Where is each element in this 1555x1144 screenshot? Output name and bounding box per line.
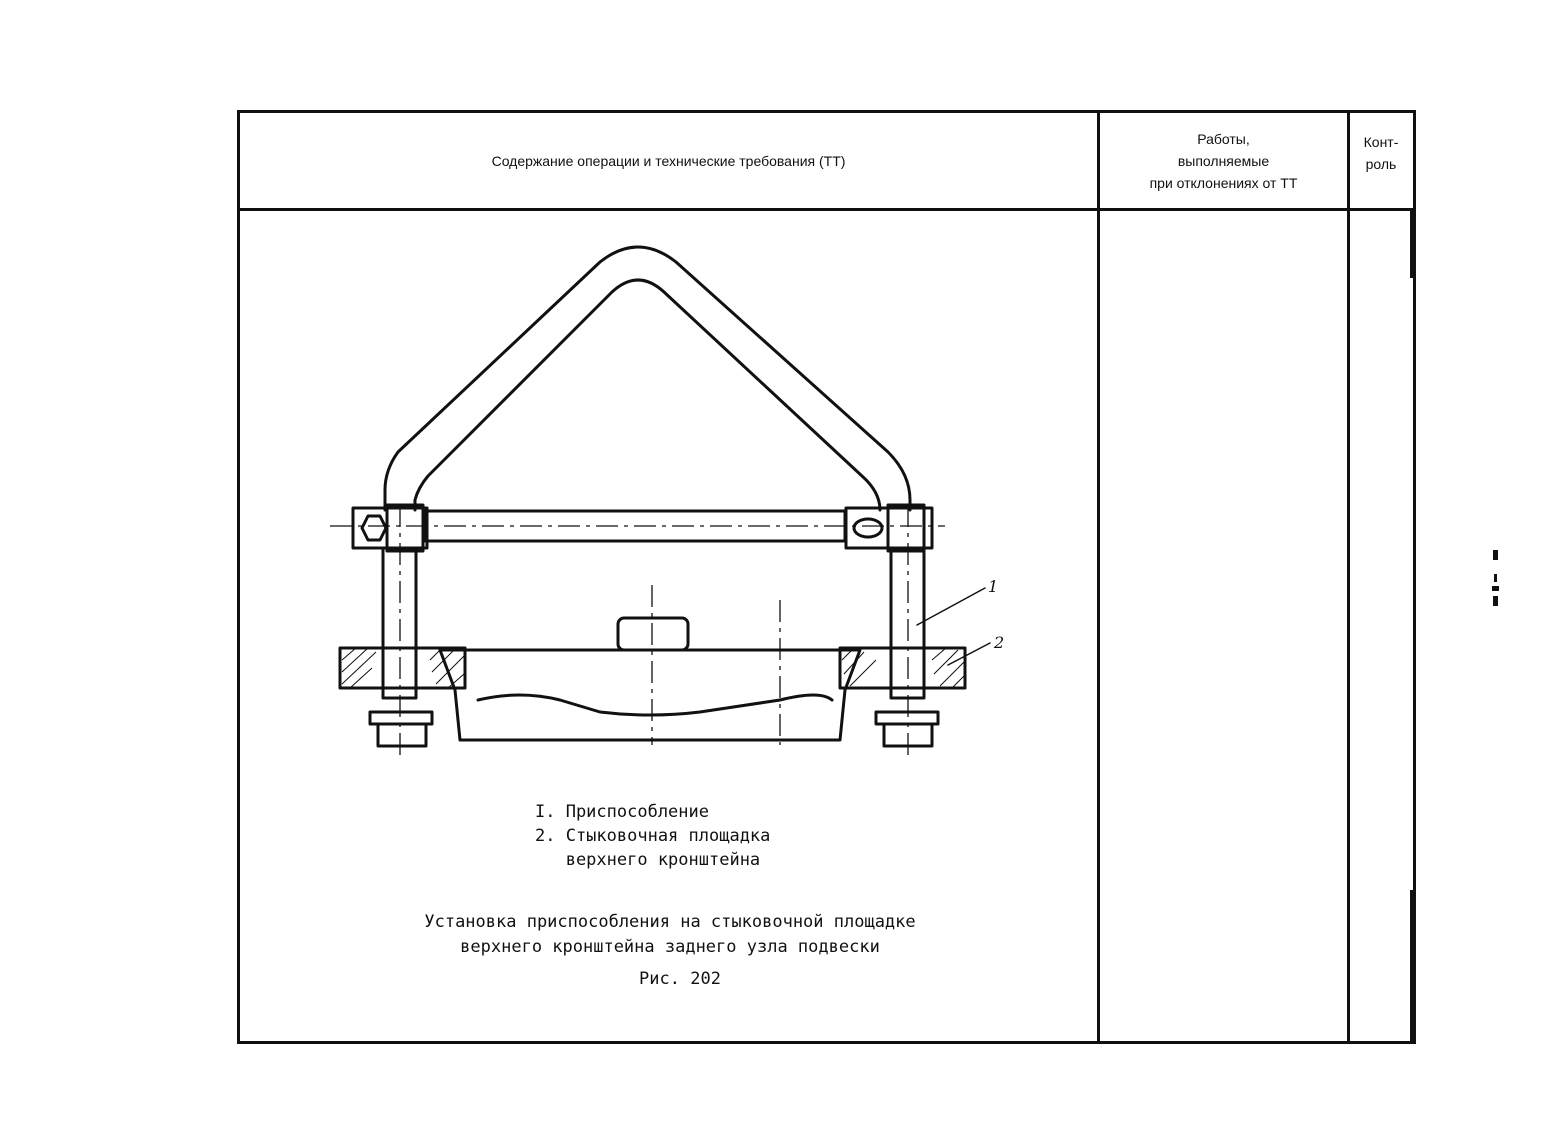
right-clamp-pin — [852, 517, 884, 539]
hatch-right-pad — [841, 647, 965, 689]
page-frame — [237, 110, 1416, 1044]
bracket-boss — [616, 616, 690, 652]
header-divider — [237, 208, 1416, 211]
header-deviation-works: Работы, выполняемые при отклонениях от Т… — [1100, 113, 1347, 208]
header-deviation-line-2: выполняемые — [1177, 152, 1270, 169]
figure-legend: I. Приспособление 2. Стыковочная площадк… — [535, 800, 770, 872]
header-control-line-1: Конт- — [1363, 133, 1399, 150]
left-clamp-block — [351, 506, 429, 550]
bracket-inner-contour — [476, 693, 834, 717]
left-washer — [368, 710, 434, 726]
left-nut — [376, 722, 428, 748]
right-nut — [882, 722, 934, 748]
figure-number: Рис. 202 — [639, 969, 721, 989]
header-control: Конт- роль — [1350, 113, 1412, 208]
header-operation-content: Содержание операции и технические требов… — [240, 113, 1097, 208]
figure-caption-line-1: Установка приспособления на стыковочной … — [424, 912, 916, 932]
callout-2: 2 — [993, 633, 1004, 652]
column-divider-1 — [1097, 110, 1100, 1044]
right-clamp-ring — [886, 503, 926, 553]
tube-frame-inner — [413, 278, 882, 512]
header-deviation-line-1: Работы, — [1197, 130, 1250, 147]
right-pad — [838, 646, 967, 690]
tube-frame-outer — [383, 245, 912, 512]
header-operation-content-text: Содержание операции и технические требов… — [491, 152, 846, 169]
right-margin-mark-top — [1410, 210, 1414, 278]
legend-item-1: I. Приспособление — [535, 802, 709, 822]
legend-item-2: 2. Стыковочная площадка — [535, 826, 771, 846]
left-clamp-ring — [385, 503, 425, 553]
right-washer — [874, 710, 940, 726]
header-control-line-2: роль — [1365, 155, 1397, 172]
hatch-left-pad — [341, 647, 465, 689]
bracket-body-outline — [438, 648, 862, 742]
leader-2 — [947, 642, 991, 666]
left-pad — [338, 646, 467, 690]
margin-page-mark — [1492, 550, 1499, 606]
leader-1 — [916, 587, 986, 626]
legend-item-2-cont: верхнего кронштейна — [535, 850, 761, 870]
right-margin-mark-bottom — [1410, 890, 1414, 1044]
column-divider-2 — [1347, 110, 1350, 1044]
hex-bolt-head-left — [360, 514, 388, 542]
callout-1: 1 — [988, 577, 998, 596]
figure-caption-line-2: верхнего кронштейна заднего узла подвеск… — [460, 937, 880, 957]
fixture-drawing: 1 2 — [330, 245, 1004, 760]
header-deviation-line-3: при отклонениях от ТТ — [1149, 174, 1298, 191]
